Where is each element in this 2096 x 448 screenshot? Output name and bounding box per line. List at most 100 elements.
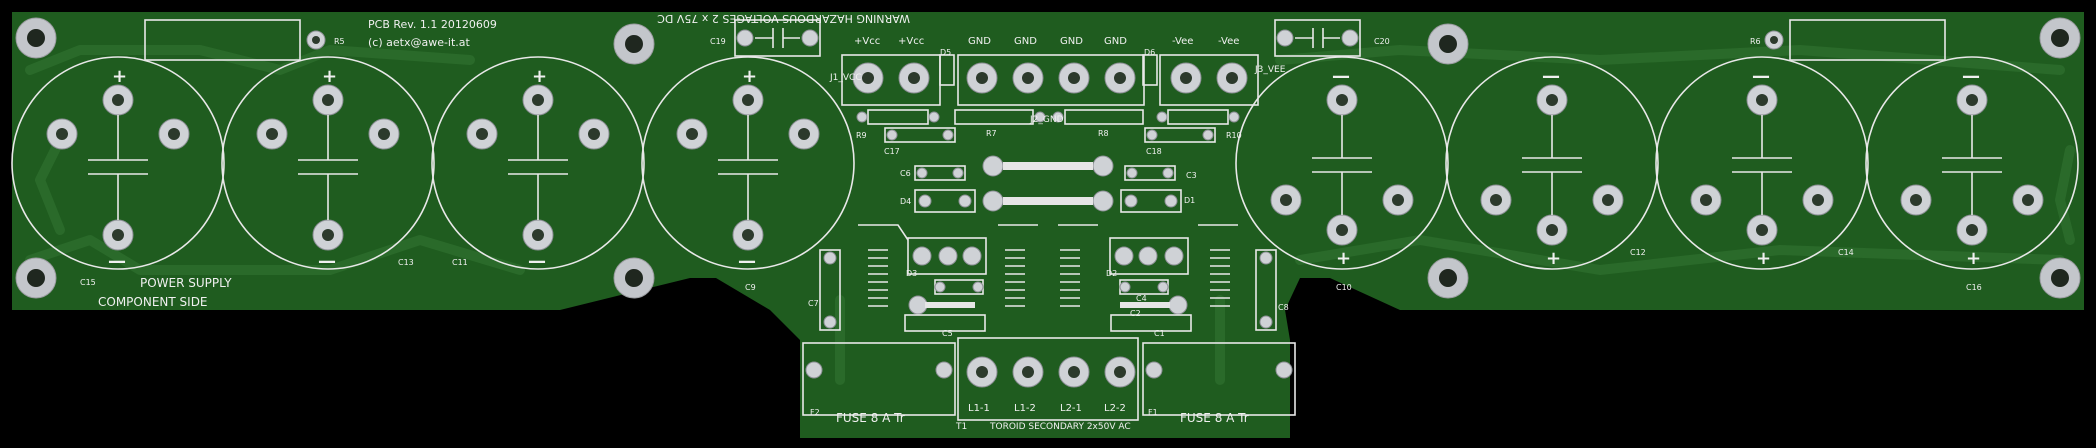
t1-label: T1 [955,422,967,432]
polarity-plus-c16: + [1966,248,1981,269]
resistor-r5-outline [144,19,326,61]
ref-r10: R10 [1226,131,1242,140]
ref-c5: C5 [942,329,953,338]
ref-c2: C2 [1130,309,1141,318]
vcc-label-2: +Vcc [898,36,924,47]
fuse-right-label: FUSE 8 A Tr [1180,411,1249,425]
mounting-holes [15,17,2081,299]
t1-l2-2: L2-2 [1104,403,1126,414]
ref-d4: D4 [900,197,911,206]
ref-c13: C13 [398,258,414,267]
polarity-minus-c14: — [1752,66,1770,87]
ref-c3: C3 [1186,171,1197,180]
ref-c8: C8 [1278,303,1289,312]
ref-f2: F2 [810,408,820,417]
side-label-component-side: COMPONENT SIDE [98,295,208,309]
ref-c11: C11 [452,258,468,267]
ref-f1: F1 [1148,408,1158,417]
capacitor-c19 [734,19,821,57]
ref-c20: C20 [1374,37,1390,46]
capacitor-c16 [1865,56,2079,270]
toroid-label: TOROID SECONDARY 2x50V AC [989,422,1131,432]
fuse-f1 [1142,342,1296,416]
center-components [819,155,1277,332]
capacitor-bank-right [1235,56,2079,270]
polarity-minus-c16: — [1962,66,1980,87]
ref-c19: C19 [710,37,726,46]
polarity-minus-c12: — [1542,66,1560,87]
gnd-label-1: GND [968,36,991,47]
gnd-label-3: GND [1060,36,1083,47]
capacitor-c9 [641,56,855,270]
ref-d2: D2 [1106,269,1117,278]
ref-d5: D5 [940,48,951,57]
vee-label-1: -Vee [1172,36,1193,47]
ref-d3: D3 [906,269,917,278]
capacitor-c13 [221,56,435,270]
ref-c9: C9 [745,283,756,292]
vcc-label-1: +Vcc [854,36,880,47]
polarity-plus-c15: + [112,66,127,87]
transformer-connector-t1 [957,337,1139,421]
side-label-power-supply: POWER SUPPLY [140,276,232,290]
polarity-plus-c14: + [1756,248,1771,269]
polarity-minus-c9: — [738,251,756,272]
ref-d1: D1 [1184,196,1195,205]
author-credit: (c) aetx@awe-it.at [368,36,471,49]
capacitor-c15 [11,56,225,270]
polarity-plus-c13: + [322,66,337,87]
capacitor-c12 [1445,56,1659,270]
t1-l2-1: L2-1 [1060,403,1082,414]
ref-r5: R5 [334,37,345,46]
polarity-plus-c9: + [742,66,757,87]
fuse-left-label: FUSE 8 A Tr [836,411,905,425]
j3-label: J3_VEE [1254,65,1286,75]
ref-r9: R9 [856,131,867,140]
polarity-plus-c12: + [1546,248,1561,269]
ref-r8: R8 [1098,129,1109,138]
ref-c7: C7 [808,299,819,308]
polarity-minus-c15: — [108,251,126,272]
capacitor-bank-left [11,56,855,270]
polarity-minus-c10: — [1332,66,1350,87]
capacitor-c10 [1235,56,1449,270]
fuse-f2 [802,342,956,416]
terminal-j2-gnd [957,54,1145,106]
j2-label: J2_GND [1029,115,1064,125]
ref-d6: D6 [1144,48,1155,57]
ref-c16: C16 [1966,283,1982,292]
gnd-label-4: GND [1104,36,1127,47]
polarity-plus-c10: + [1336,248,1351,269]
ref-c17: C17 [884,147,900,156]
ref-c4: C4 [1136,294,1147,303]
ref-c6: C6 [900,169,911,178]
ref-r6: R6 [1750,37,1761,46]
terminal-j3-vee [1159,54,1259,106]
ref-c14: C14 [1838,248,1854,257]
pcb-revision: PCB Rev. 1.1 20120609 [368,18,497,31]
diode-d6-outline [1142,54,1158,86]
polarity-plus-c11: + [532,66,547,87]
ref-c18: C18 [1146,147,1162,156]
vee-label-2: -Vee [1218,36,1239,47]
small-resistors [856,109,1240,143]
diode-d5-outline [939,54,955,86]
ref-c10: C10 [1336,283,1352,292]
ref-c12: C12 [1630,248,1646,257]
warning-label: WARNING HAZARDOUS VOLTAGES 2 x 75V DC [657,12,910,25]
board-outline [12,12,2084,438]
ref-c1: C1 [1154,329,1165,338]
t1-l1-1: L1-1 [968,403,990,414]
gnd-label-2: GND [1014,36,1037,47]
polarity-minus-c11: — [528,251,546,272]
ref-c15: C15 [80,278,96,287]
j1-label: J1_VCC [829,73,862,83]
capacitor-c20 [1274,19,1361,57]
capacitor-c14 [1655,56,1869,270]
capacitor-c11 [431,56,645,270]
ref-r7: R7 [986,129,997,138]
polarity-minus-c13: — [318,251,336,272]
t1-l1-2: L1-2 [1014,403,1036,414]
resistor-r6-outline [1764,19,1946,61]
